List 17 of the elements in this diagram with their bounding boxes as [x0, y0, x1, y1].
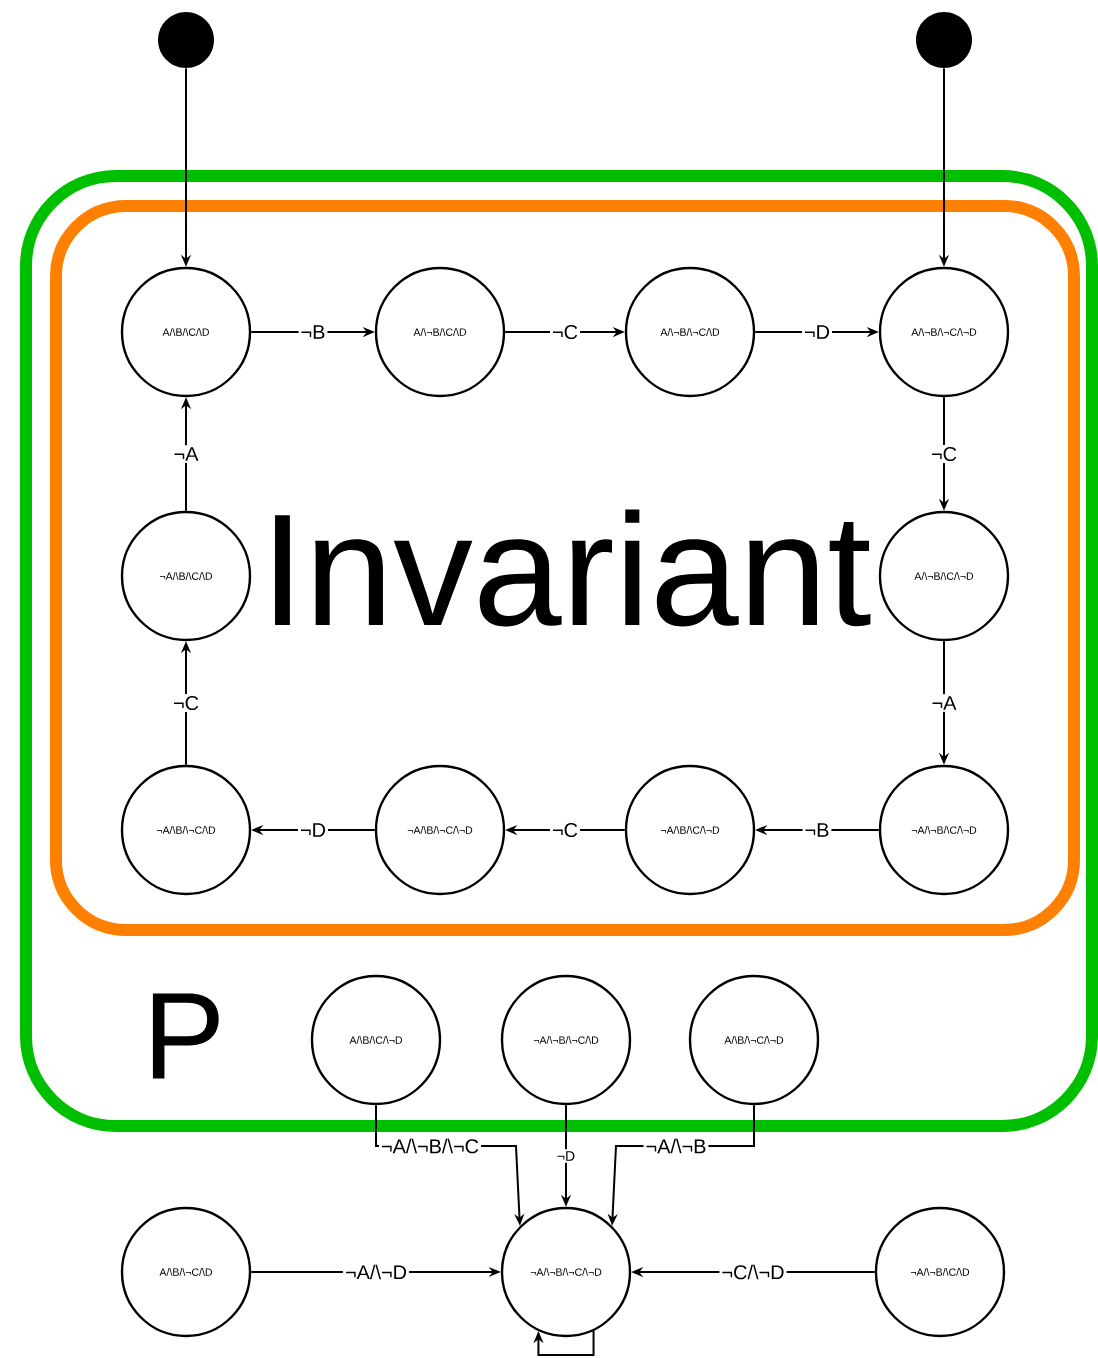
edge-label: ¬A/\¬B [643, 1136, 709, 1156]
edge-label: ¬A/\¬D [343, 1262, 409, 1282]
edge-label: ¬B [298, 323, 328, 341]
edge-label: ¬B [802, 821, 832, 839]
edge-label: ¬A/\¬B/\¬C [379, 1136, 481, 1156]
edge-label: ¬C [171, 693, 201, 713]
arrow [533, 1330, 595, 1357]
edge-label: ¬A [171, 445, 201, 463]
edge-label: ¬D [802, 323, 832, 341]
start-dot [158, 12, 214, 68]
edge-label: ¬C [929, 444, 959, 464]
edge-label: ¬C [550, 820, 580, 840]
edge-label: ¬C/\¬D [719, 1262, 787, 1282]
start-dot [916, 12, 972, 68]
edge-label: ¬A [929, 694, 959, 712]
edge-label: ¬D [298, 821, 328, 839]
edge-label: ¬C [550, 322, 580, 342]
